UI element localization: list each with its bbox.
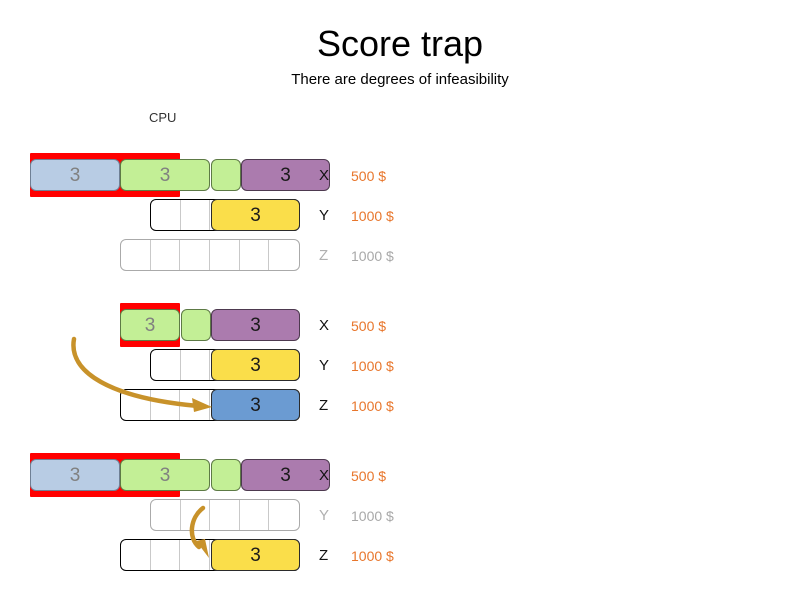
capacity-track <box>150 499 300 531</box>
list-item[interactable]: 3 <box>211 349 300 381</box>
capacity-track <box>120 239 300 271</box>
row-cost: 1000 $ <box>351 248 394 264</box>
track-cell <box>181 200 211 230</box>
table-row: 3 <box>150 349 300 381</box>
row-label: Z <box>319 247 329 264</box>
track-cell <box>151 350 181 380</box>
track-cell <box>181 350 211 380</box>
block-value: 3 <box>250 204 261 226</box>
row-cost: 1000 $ <box>351 208 394 224</box>
track-cell <box>240 240 270 270</box>
block-value: 3 <box>250 354 261 376</box>
list-item[interactable]: 3 <box>211 389 300 421</box>
table-row <box>150 499 300 531</box>
resource-label: CPU <box>149 110 177 125</box>
row-cost: 500 $ <box>351 468 387 484</box>
list-item[interactable] <box>211 159 241 191</box>
row-cost: 1000 $ <box>351 548 394 564</box>
track-cell <box>151 540 181 570</box>
track-cell <box>180 390 211 420</box>
list-item[interactable]: 3 <box>120 159 210 191</box>
table-row: 3 3 <box>120 303 300 347</box>
row-cost: 500 $ <box>351 318 387 334</box>
table-row: 3 <box>150 199 300 231</box>
list-item[interactable]: 3 <box>30 459 120 491</box>
table-row: 3 <box>120 389 300 421</box>
block-value: 3 <box>159 464 171 486</box>
block-value: 3 <box>69 464 81 486</box>
track-cell <box>210 240 240 270</box>
row-cost: 500 $ <box>351 168 387 184</box>
row-label: X <box>319 467 330 484</box>
track-cell <box>180 240 211 270</box>
list-item[interactable]: 3 <box>241 459 330 491</box>
row-label: Y <box>319 507 330 524</box>
table-row <box>120 239 300 271</box>
track-cell <box>151 240 181 270</box>
track-cell <box>151 200 181 230</box>
block-value: 3 <box>280 164 291 186</box>
page-title: Score trap <box>316 23 484 64</box>
list-item[interactable]: 3 <box>241 159 330 191</box>
list-item[interactable]: 3 <box>30 159 120 191</box>
track-cell <box>181 500 211 530</box>
track-cell <box>121 240 151 270</box>
row-label: Y <box>319 357 330 374</box>
page-subtitle: There are degrees of infeasibility <box>291 71 509 88</box>
list-item[interactable]: 3 <box>120 459 210 491</box>
row-cost: 1000 $ <box>351 508 394 524</box>
row-label: Z <box>319 397 329 414</box>
row-label: X <box>319 167 330 184</box>
track-cell <box>121 540 151 570</box>
track-cell <box>210 500 240 530</box>
track-cell <box>180 540 211 570</box>
block-value: 3 <box>250 314 261 336</box>
block-value: 3 <box>144 314 156 336</box>
track-cell <box>121 390 151 420</box>
track-cell <box>269 240 299 270</box>
block-value: 3 <box>159 164 171 186</box>
table-row: 3 3 3 <box>30 153 330 197</box>
block-value: 3 <box>250 544 261 566</box>
track-cell <box>151 390 181 420</box>
list-item[interactable]: 3 <box>211 309 300 341</box>
row-label: Y <box>319 207 330 224</box>
list-item[interactable]: 3 <box>211 539 300 571</box>
row-cost: 1000 $ <box>351 398 394 414</box>
list-item[interactable]: 3 <box>120 309 180 341</box>
list-item[interactable] <box>181 309 211 341</box>
table-row: 3 <box>120 539 300 571</box>
track-cell <box>269 500 299 530</box>
row-label: Z <box>319 547 329 564</box>
track-cell <box>240 500 270 530</box>
track-cell <box>151 500 181 530</box>
list-item[interactable] <box>211 459 241 491</box>
table-row: 3 3 3 <box>30 453 330 497</box>
row-cost: 1000 $ <box>351 358 394 374</box>
block-value: 3 <box>280 464 291 486</box>
block-value: 3 <box>250 394 261 416</box>
row-label: X <box>319 317 330 334</box>
block-value: 3 <box>69 164 81 186</box>
list-item[interactable]: 3 <box>211 199 300 231</box>
